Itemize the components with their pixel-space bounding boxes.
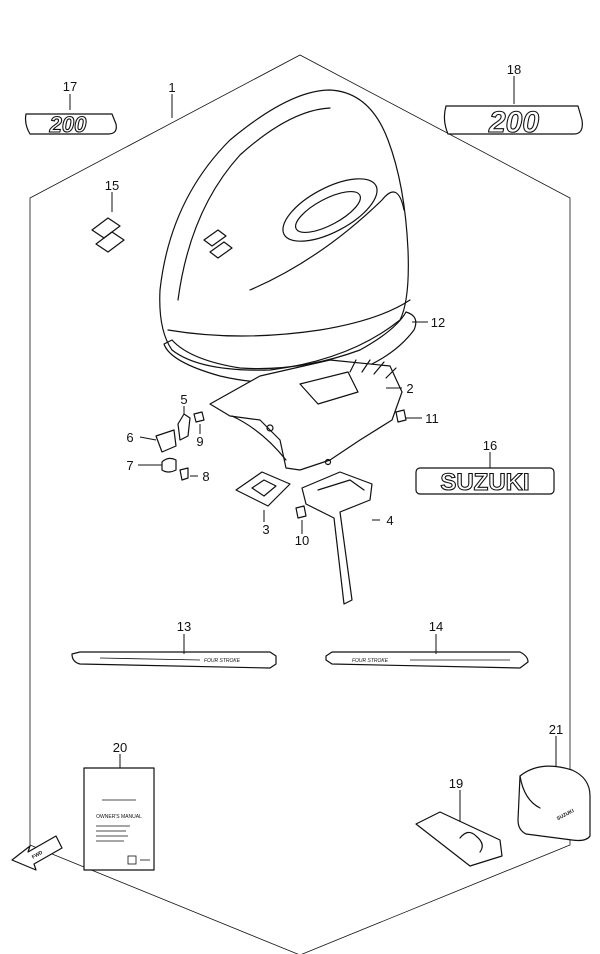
callout-16: 16 [483,438,497,453]
callout-10: 10 [295,533,309,548]
fwd-arrow-icon: FWD [11,835,63,871]
assembly-outline [29,54,571,954]
suzuki-emblem [91,217,125,253]
decal-200-small: 200 [24,111,117,138]
leader-lines [69,76,557,822]
decal-200-large: 200 [443,105,583,140]
callout-12: 12 [431,315,445,330]
callout-4: 4 [386,513,393,528]
callout-18: 18 [507,62,521,77]
grommet-7 [161,457,177,473]
callout-1: 1 [168,80,175,95]
callout-14: 14 [429,619,443,634]
decal-200-large-text: 200 [488,106,539,139]
callout-19: 19 [449,776,463,791]
decal-200-small-text: 200 [49,112,87,137]
stripe-decal-right: FOUR STROKE [325,651,529,669]
fwd-label: FWD [31,849,44,860]
hardware-group [155,411,205,481]
callout-13: 13 [177,619,191,634]
callout-15: 15 [105,178,119,193]
stripe-left-text: FOUR STROKE [204,658,241,664]
callout-2: 2 [406,381,413,396]
screw-10 [295,505,307,519]
callout-labels: 1 2 3 4 5 6 7 8 9 10 11 12 13 14 15 16 1… [63,62,563,791]
callout-17: 17 [63,79,77,94]
lower-frame [209,359,403,471]
stripe-right-text: FOUR STROKE [352,658,389,664]
screw-8 [179,467,189,481]
cover-bag: SUZUKI [517,765,591,842]
callout-11: 11 [425,411,439,426]
callout-5: 5 [180,392,187,407]
decal-suzuki-text: SUZUKI [440,469,529,496]
engine-cowling [159,89,411,371]
clip-5 [177,413,191,441]
manual-title-text: OWNER'S MANUAL [96,814,142,820]
callout-6: 6 [126,430,133,445]
latch-6 [155,429,177,453]
callout-7: 7 [126,458,133,473]
callout-21: 21 [549,722,563,737]
decal-suzuki: SUZUKI [415,467,555,497]
bolt-9 [193,411,205,423]
callout-8: 8 [202,469,209,484]
callout-3: 3 [262,522,269,537]
tool-bag [415,811,503,867]
air-duct [301,471,373,605]
owners-manual: OWNER'S MANUAL [83,767,155,871]
callout-20: 20 [113,740,127,755]
stripe-decal-left: FOUR STROKE [71,651,277,669]
callout-9: 9 [196,434,203,449]
clip-11 [395,409,407,423]
cowling-seal [163,311,417,384]
rubber-grommet [235,471,291,507]
